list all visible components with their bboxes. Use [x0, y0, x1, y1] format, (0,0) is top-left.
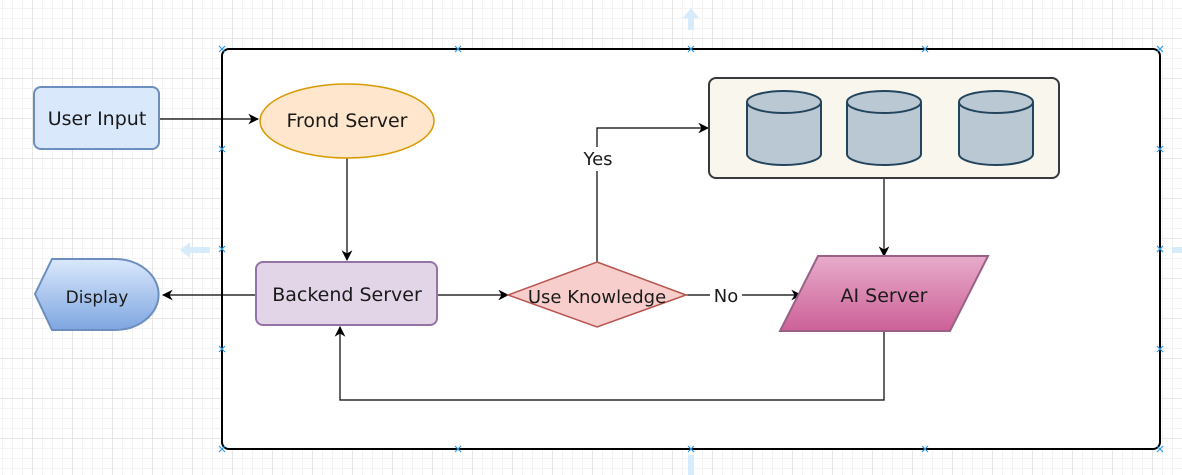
frond-server-label: Frond Server	[286, 110, 407, 132]
backend-server-node[interactable]	[255, 261, 438, 326]
frond-server-node[interactable]	[259, 83, 435, 159]
user-input-label: User Input	[48, 108, 147, 130]
drag-guide-arrows	[180, 8, 1182, 475]
ai-server-label: AI Server	[841, 285, 928, 307]
user-input-node[interactable]	[33, 86, 160, 150]
display-label: Display	[66, 288, 129, 308]
edge-label-yes: Yes	[582, 149, 612, 170]
database-icon	[958, 90, 1034, 166]
edge-label-no: No	[714, 286, 738, 307]
ai-server-node[interactable]	[778, 255, 990, 332]
backend-server-label: Backend Server	[272, 284, 422, 306]
edge-ai-to-backend[interactable]	[334, 325, 885, 401]
edge-decision-yes[interactable]	[596, 122, 710, 262]
use-knowledge-label: Use Knowledge	[528, 287, 666, 308]
display-node[interactable]	[33, 258, 160, 331]
selection-handles[interactable]	[218, 45, 1164, 453]
database-icon	[746, 90, 822, 166]
use-knowledge-decision[interactable]	[505, 261, 689, 328]
database-icon	[846, 90, 922, 166]
